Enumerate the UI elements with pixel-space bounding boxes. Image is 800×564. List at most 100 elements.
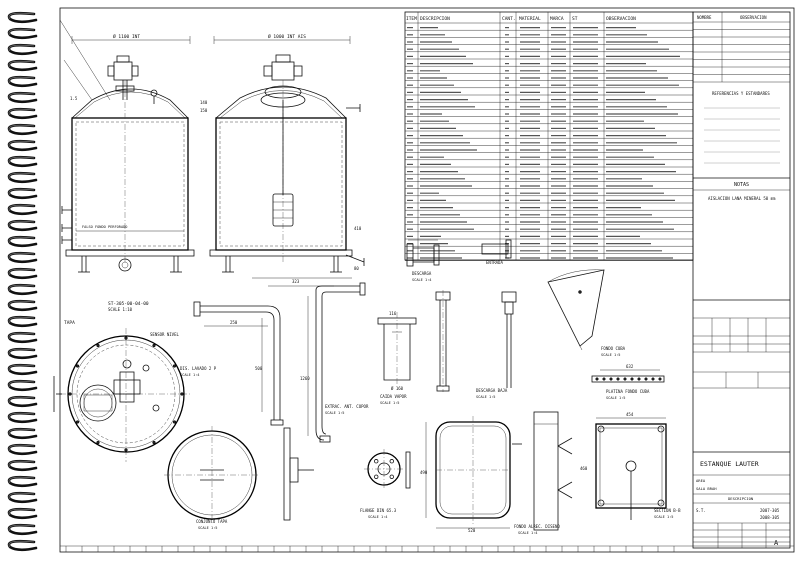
- binder-ring: [7, 27, 38, 40]
- tb-date-1: 2007-305: [760, 508, 780, 513]
- binder-ring: [7, 155, 38, 168]
- part-fondo-cuba: FONDO CUBA SCALE 1:5 632 PLATINA FONDO C…: [547, 269, 665, 400]
- tb-notes-label: NOTAS: [734, 182, 749, 188]
- binder-ring: [7, 203, 38, 216]
- label-falso-fondo: FALSO FONDO PERFORADO: [82, 225, 127, 229]
- label-extraccion-scale: SCALE 1:5: [325, 411, 344, 415]
- dim-top-dia: Ø 1100 INT: [113, 33, 140, 40]
- label-fondo-rect: FONDO ALREC. DISENO: [514, 524, 560, 529]
- binder-ring: [7, 379, 38, 392]
- label-conjunto-tapa: CONJUNTO TAPA: [196, 519, 228, 524]
- binder-ring: [7, 315, 38, 328]
- binder-ring: [7, 507, 38, 520]
- part-descarga-baja: [435, 290, 451, 392]
- title-block: NOMBRE OBSERVACION REFERENCIAS Y ESTANDA…: [692, 11, 791, 549]
- label-flange: FLANGE DIN 65.3: [360, 508, 397, 513]
- binder-ring: [7, 491, 38, 504]
- dim-side-dia: Ø 1000 INT AIS: [268, 33, 306, 40]
- label-entrada: ENTRADA: [486, 260, 503, 265]
- dim-80: 80: [354, 266, 359, 271]
- binder-ring: [7, 123, 38, 136]
- label-descarga-scale: SCALE 1:4: [412, 278, 431, 282]
- pipe-detail-extraccion: 1260 EXTRAC. ANT. COPOR SCALE 1:5: [300, 282, 369, 443]
- binder-ring: [7, 363, 38, 376]
- label-section-scale: SCALE 1:5: [654, 515, 673, 519]
- tb-area-value: SALA BRAH: [696, 486, 717, 491]
- binder-ring: [7, 251, 38, 264]
- label-lavado: DIS. LAVADO 2 P: [180, 366, 217, 371]
- dim-460: 460: [580, 466, 588, 471]
- label-sensor: SENSOR NIVEL: [150, 332, 179, 337]
- binder-ring: [7, 107, 38, 120]
- tb-obs-label: OBSERVACION: [740, 15, 767, 20]
- binder-ring: [7, 59, 38, 72]
- part-caida-vapor: 116 Ø 160 CAIDA VAPOR SCALE 1:5: [377, 311, 417, 405]
- label-tapa-scale: SCALE 1:5: [198, 526, 217, 530]
- th-observacion: OBSERVACION: [606, 16, 636, 22]
- dim-500: 500: [255, 366, 263, 371]
- binder-ring: [7, 523, 38, 536]
- label-caida: CAIDA VAPOR: [380, 394, 407, 399]
- label-fondo-cuba: FONDO CUBA: [601, 346, 626, 351]
- dim-116: 116: [389, 311, 397, 316]
- part-flange: FLANGE DIN 65.3 SCALE 1:4: [360, 449, 411, 519]
- dim-1260: 1260: [300, 376, 310, 381]
- label-descarga: DESCARGA: [412, 271, 432, 276]
- part-entrada: ENTRADA: [481, 239, 512, 265]
- th-descripcion: DESCRIPCION: [420, 16, 450, 22]
- label-platina: PLATINA FONDO CUBA: [606, 389, 650, 394]
- dim-dia-160: Ø 160: [391, 386, 404, 391]
- binder-ring: [7, 187, 38, 200]
- binder-rings: [7, 11, 38, 552]
- part-vertical-pipe-right: DESCARGA BAJA SCALE 1:5: [476, 291, 517, 399]
- tb-ref-label: REFERENCIAS Y ESTANDARES: [712, 91, 770, 96]
- dim-323: 323: [292, 279, 300, 284]
- tb-format: A: [774, 539, 779, 547]
- part-section-bb: 454 SECTION B-B SCALE 1:5 460: [580, 412, 681, 520]
- th-item: ITEM: [406, 16, 417, 22]
- binder-ring: [7, 427, 38, 440]
- part-conjunto-tapa: CONJUNTO TAPA SCALE 1:5: [164, 426, 314, 530]
- binder-ring: [7, 347, 38, 360]
- th-cant: CANT.: [502, 16, 516, 22]
- label-platina-scale: SCALE 1:5: [606, 396, 625, 400]
- part-fondo-rect: 520 490 FONDO ALREC. DISENO SCALE 1:4: [420, 411, 573, 535]
- binder-ring: [7, 43, 38, 56]
- binder-ring: [7, 459, 38, 472]
- label-flange-scale: SCALE 1:4: [368, 515, 387, 519]
- binder-ring: [7, 331, 38, 344]
- label-fondo-scale: SCALE 1:5: [601, 353, 620, 357]
- tb-desc-label: DESCRIPCION: [728, 496, 754, 501]
- front-elevation-view: Ø 1100 INT FALSO FONDO PERFORADO: [59, 19, 195, 273]
- dim-454: 454: [626, 412, 634, 417]
- label-caida-scale: SCALE 1:5: [380, 401, 399, 405]
- pipe-detail-lavado: 250 500: [193, 301, 284, 426]
- dim-632: 632: [626, 364, 634, 369]
- label-descarga-baja: DESCARGA BAJA: [476, 388, 508, 393]
- side-elevation-view: Ø 1000 INT AIS 323 410 80 140 150: [200, 33, 365, 287]
- binder-ring: [7, 539, 38, 552]
- part-descarga: DESCARGA SCALE 1:4: [406, 239, 440, 282]
- binder-ring: [7, 91, 38, 104]
- binder-ring: [7, 11, 38, 24]
- dim-490: 490: [420, 470, 428, 475]
- label-descarga-baja-scale: SCALE 1:5: [476, 395, 495, 399]
- binder-ring: [7, 235, 38, 248]
- label-fondo-rect-scale: SCALE 1:4: [518, 531, 537, 535]
- tb-drawing-title: ESTANQUE LAUTER: [700, 460, 759, 468]
- dim-250: 250: [230, 320, 238, 325]
- binder-ring: [7, 219, 38, 232]
- dim-1-5: 1.5: [70, 96, 78, 101]
- label-lavado-scale: SCALE 1:4: [180, 373, 199, 377]
- tb-note-text: AISLACION LANA MINERAL 50 mm: [708, 196, 776, 201]
- tb-name-label: NOMBRE: [697, 15, 712, 20]
- label-extraccion: EXTRAC. ANT. COPOR: [325, 404, 369, 409]
- label-section: SECTION B-B: [654, 508, 681, 513]
- label-tapa: TAPA: [64, 320, 75, 326]
- th-material: MATERIAL: [519, 16, 541, 22]
- tb-st-label: S.T.: [696, 508, 706, 513]
- label-top-view-scale: SCALE 1:10: [108, 307, 133, 312]
- label-top-view: ST-305-00-04-00: [108, 301, 149, 307]
- binder-ring: [7, 283, 38, 296]
